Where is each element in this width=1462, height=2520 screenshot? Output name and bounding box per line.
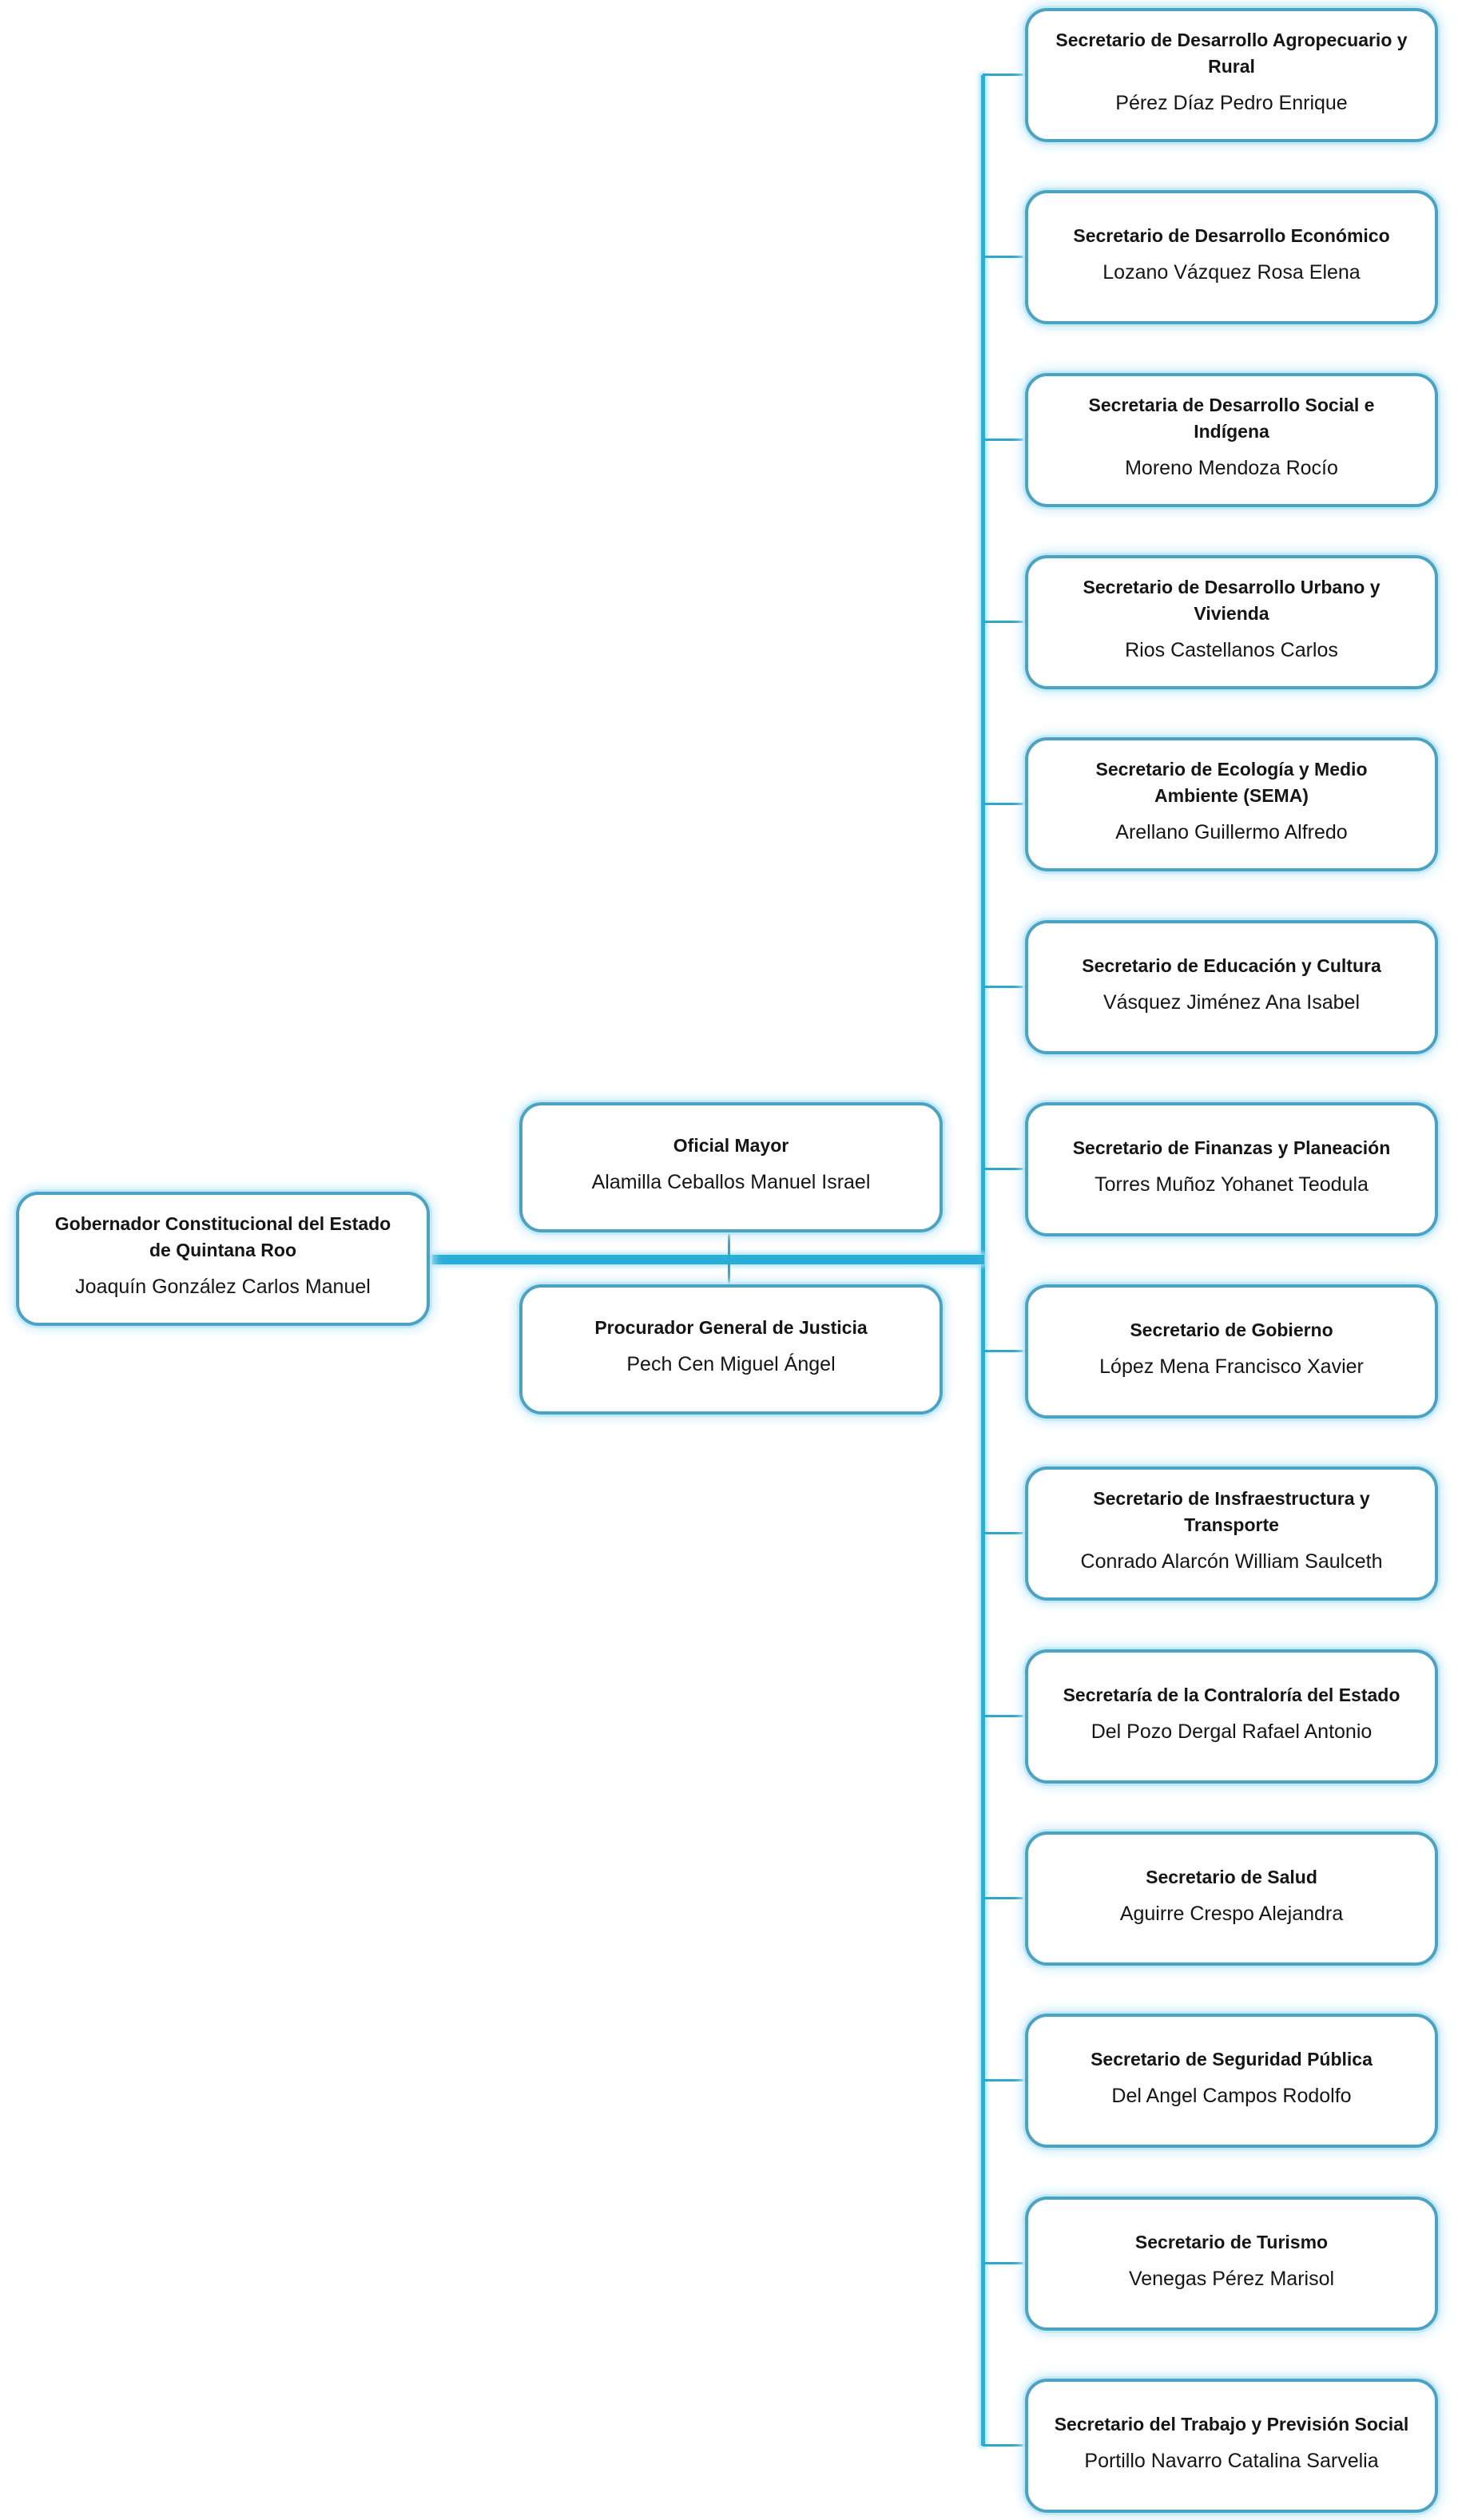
org-box-title: Secretario de Finanzas y Planeación (1072, 1137, 1391, 1158)
org-box-governor[interactable]: Gobernador Constitucional del Estado de … (16, 1192, 430, 1326)
org-box-person-name: Lozano Vázquez Rosa Elena (1102, 260, 1361, 284)
staff-connector-line (728, 1232, 730, 1284)
secretary-connector-stub (983, 2262, 1027, 2264)
org-box-title: Secretario de Seguridad Pública (1091, 2048, 1373, 2070)
org-box-secretary[interactable]: Secretario de Ecología y Medio Ambiente … (1025, 737, 1438, 871)
org-box-title: Secretario de Desarrollo Agropecuario y … (1055, 30, 1408, 77)
secretary-connector-stub (983, 986, 1027, 988)
org-box-secretary[interactable]: Secretario de Desarrollo Económico Lozan… (1025, 190, 1438, 324)
org-box-secretary[interactable]: Secretaria de Desarrollo Social e Indíge… (1025, 373, 1438, 507)
org-box-person-name: Venegas Pérez Marisol (1128, 2267, 1335, 2290)
secretary-connector-stub (983, 621, 1027, 623)
org-box-secretary[interactable]: Secretaría de la Contraloría del Estado … (1025, 1649, 1438, 1784)
org-box-secretary[interactable]: Secretario de Desarrollo Urbano y Vivien… (1025, 555, 1438, 689)
org-box-person-name: Arellano Guillermo Alfredo (1115, 821, 1348, 843)
org-box-person-name: Del Angel Campos Rodolfo (1111, 2084, 1352, 2107)
org-box-title: Gobernador Constitucional del Estado de … (54, 1213, 391, 1260)
org-box-procurador[interactable]: Procurador General de Justicia Pech Cen … (519, 1284, 943, 1415)
org-box-person-name: Aguirre Crespo Alejandra (1119, 1902, 1344, 1925)
org-box-person-name: Joaquín González Carlos Manuel (75, 1276, 371, 1298)
org-box-title: Secretario de Ecología y Medio Ambiente … (1095, 759, 1368, 806)
org-box-secretary[interactable]: Secretario de Turismo Venegas Pérez Mari… (1025, 2197, 1438, 2331)
secretary-connector-stub (983, 256, 1027, 258)
org-box-title: Secretaria de Desarrollo Social e Indíge… (1088, 395, 1375, 442)
secretary-connector-stub (983, 803, 1027, 805)
org-box-title: Secretario de Salud (1146, 1866, 1317, 1887)
governor-connector-line (425, 1255, 984, 1264)
org-box-person-name: Rios Castellanos Carlos (1125, 639, 1338, 661)
org-box-person-name: Torres Muñoz Yohanet Teodula (1095, 1173, 1369, 1196)
org-box-title: Secretario de Desarrollo Económico (1073, 224, 1390, 246)
org-box-secretary[interactable]: Secretario de Gobierno López Mena Franci… (1025, 1284, 1438, 1419)
org-box-secretary[interactable]: Secretario de Salud Aguirre Crespo Aleja… (1025, 1831, 1438, 1966)
org-box-title: Secretario de Gobierno (1130, 1319, 1333, 1340)
org-box-secretary[interactable]: Secretario del Trabajo y Previsión Socia… (1025, 2379, 1438, 2513)
secretary-connector-stub (983, 1897, 1027, 1899)
org-box-title: Secretario de Insfraestructura y Transpo… (1093, 1488, 1370, 1535)
secretary-connector-stub (983, 1168, 1027, 1170)
secretary-connector-stub (983, 1532, 1027, 1534)
org-box-person-name: Conrado Alarcón William Saulceth (1080, 1550, 1383, 1573)
org-box-person-name: Del Pozo Dergal Rafael Antonio (1091, 1720, 1373, 1743)
org-box-title: Secretario de Desarrollo Urbano y Vivien… (1083, 577, 1381, 624)
org-box-title: Procurador General de Justicia (594, 1317, 868, 1338)
org-box-secretary[interactable]: Secretario de Seguridad Pública Del Ange… (1025, 2014, 1438, 2148)
org-box-person-name: Pech Cen Miguel Ángel (626, 1353, 836, 1375)
org-box-secretary[interactable]: Secretario de Educación y Cultura Vásque… (1025, 920, 1438, 1054)
secretary-connector-stub (983, 73, 1027, 76)
org-box-secretary[interactable]: Secretario de Desarrollo Agropecuario y … (1025, 8, 1438, 142)
org-box-person-name: Portillo Navarro Catalina Sarvelia (1084, 2449, 1379, 2472)
org-box-person-name: Vásquez Jiménez Ana Isabel (1102, 990, 1361, 1014)
org-box-oficial-mayor[interactable]: Oficial Mayor Alamilla Ceballos Manuel I… (519, 1102, 943, 1232)
org-box-person-name: López Mena Francisco Xavier (1099, 1355, 1364, 1378)
org-box-secretary[interactable]: Secretario de Finanzas y Planeación Torr… (1025, 1102, 1438, 1236)
org-box-title: Secretaría de la Contraloría del Estado (1063, 1684, 1400, 1705)
secretary-connector-stub (983, 1350, 1027, 1352)
org-box-secretary[interactable]: Secretario de Insfraestructura y Transpo… (1025, 1466, 1438, 1601)
secretary-connector-stub (983, 1715, 1027, 1717)
org-box-title: Secretario de Educación y Cultura (1082, 954, 1381, 976)
secretary-connector-stub (983, 2444, 1027, 2447)
org-box-title: Secretario del Trabajo y Previsión Socia… (1054, 2413, 1409, 2435)
secretary-connector-stub (983, 2079, 1027, 2081)
org-box-title: Secretario de Turismo (1134, 2231, 1329, 2252)
secretary-connector-stub (983, 439, 1027, 441)
org-box-title: Oficial Mayor (673, 1135, 789, 1156)
org-box-person-name: Moreno Mendoza Rocío (1125, 457, 1338, 479)
org-box-person-name: Pérez Díaz Pedro Enrique (1115, 92, 1348, 114)
org-box-person-name: Alamilla Ceballos Manuel Israel (591, 1171, 871, 1193)
